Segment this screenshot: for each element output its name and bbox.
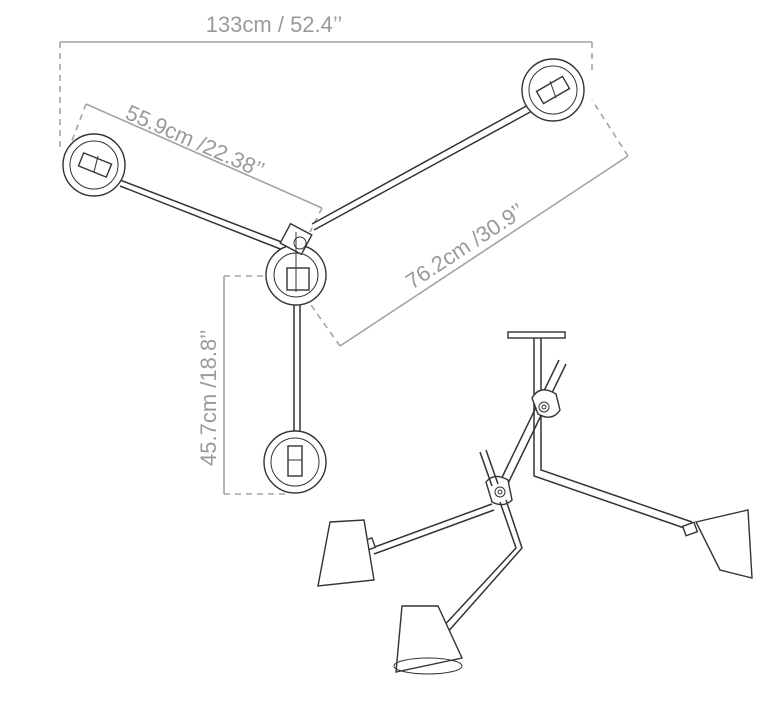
- left-arm-dim-ext-b: [309, 207, 323, 233]
- middle-short-arm: [479, 451, 493, 487]
- total-width-label: 133cm / 52.4’’: [206, 12, 343, 37]
- middle-short-arm-inner: [485, 449, 499, 485]
- main-stem-inner: [540, 338, 693, 523]
- perspective-right-shade: [681, 509, 753, 579]
- dimension-labels: 133cm / 52.4’’ 55.9cm /22.38’’ 76.2cm /3…: [122, 12, 529, 466]
- middle-knuckle: [485, 475, 513, 506]
- lower-long-arm: [439, 501, 517, 631]
- left-perspective-arm-inner: [373, 509, 495, 555]
- left-perspective-arm: [371, 503, 493, 549]
- top-left-shade: [62, 133, 126, 197]
- upper-swivel-arm-inner: [492, 359, 560, 497]
- top-center-hub: [265, 222, 327, 306]
- right-arm-dim-ext-a: [591, 99, 629, 157]
- top-bottom-shade: [263, 430, 327, 494]
- upper-knuckle: [531, 389, 561, 418]
- lamp-perspective-view: [317, 331, 753, 675]
- perspective-bottom-shade: [393, 605, 464, 675]
- main-stem: [533, 338, 691, 531]
- left-arm-dim-ext-a: [69, 103, 87, 147]
- top-left-arm: [119, 179, 293, 247]
- dimension-lines: [59, 41, 629, 495]
- left-arm-dim-line: [85, 103, 323, 209]
- ceiling-canopy: [507, 331, 566, 339]
- perspective-left-shade: [317, 519, 377, 587]
- left-arm-label: 55.9cm /22.38’’: [122, 100, 268, 183]
- top-left-arm-inner: [119, 185, 289, 253]
- lamp-top-view: [62, 58, 585, 494]
- drop-arm-label: 45.7cm /18.8’’: [196, 329, 221, 466]
- top-right-arm: [311, 103, 531, 225]
- upper-swivel-arm: [499, 363, 567, 501]
- right-arm-dim-ext-b: [305, 297, 341, 347]
- right-arm-label: 76.2cm /30.9’’: [401, 198, 529, 294]
- top-right-shade: [521, 58, 585, 122]
- top-right-arm-inner: [313, 109, 535, 231]
- right-arm-dim-line: [339, 155, 629, 347]
- lower-long-arm-inner: [445, 499, 523, 635]
